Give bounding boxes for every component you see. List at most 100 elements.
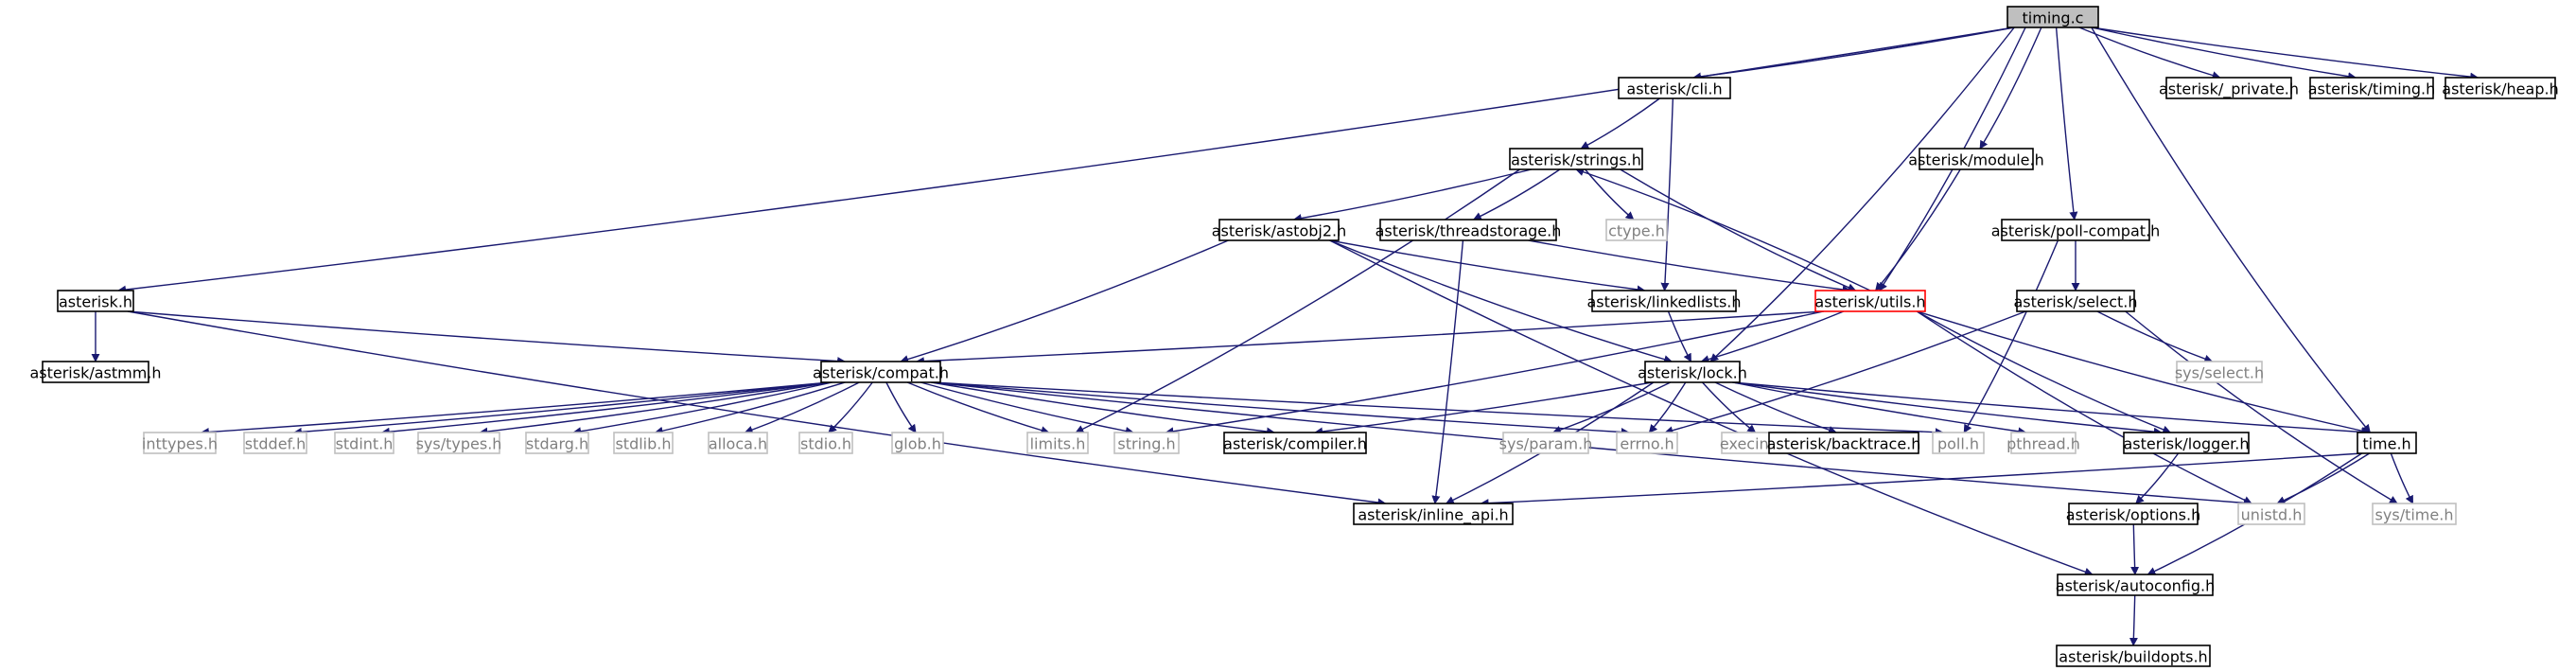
node-box bbox=[2001, 219, 2150, 241]
node-label: stddef.h bbox=[245, 435, 306, 453]
node-label: asterisk/utils.h bbox=[1814, 293, 1925, 311]
node-box bbox=[2357, 432, 2417, 454]
node-box bbox=[42, 361, 149, 383]
node-label: asterisk/_private.h bbox=[2159, 80, 2299, 99]
edge-select_h-to-systime_h bbox=[2125, 310, 2398, 504]
node-label: timing.c bbox=[2023, 9, 2084, 27]
node-box bbox=[2010, 432, 2077, 454]
node-logger-h[interactable]: asterisk/logger.h bbox=[2123, 432, 2250, 454]
node-label: glob.h bbox=[894, 435, 941, 453]
edge-utils_h-to-strings_h bbox=[1575, 168, 1871, 291]
node-buildopts-h[interactable]: asterisk/buildopts.h bbox=[2056, 645, 2211, 667]
node-errno-h: errno.h bbox=[1616, 432, 1678, 454]
node-lock-h[interactable]: asterisk/lock.h bbox=[1638, 361, 1747, 383]
node-box bbox=[1768, 432, 1919, 454]
node-box bbox=[2445, 77, 2556, 99]
node-label: stdint.h bbox=[336, 435, 394, 453]
edge-lock_h-to-pthread_h bbox=[1732, 381, 2027, 436]
node-pthread-h: pthread.h bbox=[2006, 432, 2080, 454]
node-heap-h[interactable]: asterisk/heap.h bbox=[2442, 77, 2559, 99]
node-module-h[interactable]: asterisk/module.h bbox=[1908, 148, 2044, 170]
edge-strings_h-to-utils_h bbox=[1620, 168, 1857, 291]
node-timing-c[interactable]: timing.c bbox=[2006, 6, 2099, 28]
node-time-h[interactable]: time.h bbox=[2357, 432, 2417, 454]
edge-compat_h-to-compiler_h bbox=[931, 381, 1275, 436]
node-strings-h[interactable]: asterisk/strings.h bbox=[1509, 148, 1643, 170]
edge-options_h-to-autoconfig_h bbox=[2130, 523, 2140, 575]
edge-strings_h-to-astobj2_h bbox=[1292, 168, 1533, 223]
node-box bbox=[1509, 148, 1643, 170]
node-label: asterisk/inline_api.h bbox=[1358, 506, 1508, 525]
node-systime-h: sys/time.h bbox=[2372, 503, 2457, 525]
node-options-h[interactable]: asterisk/options.h bbox=[2066, 503, 2200, 525]
node-box bbox=[708, 432, 768, 454]
node-linkedlists-h[interactable]: asterisk/linkedlists.h bbox=[1586, 290, 1742, 312]
node-box bbox=[1113, 432, 1180, 454]
node-box bbox=[1223, 432, 1367, 454]
node-compiler-h[interactable]: asterisk/compiler.h bbox=[1223, 432, 1367, 454]
node-label: inttypes.h bbox=[142, 435, 218, 453]
edge-compat_h-to-unistd_h bbox=[931, 381, 2252, 507]
node-label: ctype.h bbox=[1608, 222, 1665, 240]
edge-time_h-to-systime_h bbox=[2390, 452, 2414, 504]
node-label: asterisk/buildopts.h bbox=[2059, 648, 2207, 666]
node-label: errno.h bbox=[1620, 435, 1674, 453]
edge-compat_h-to-errno_h bbox=[931, 381, 1630, 437]
node-autoconfig-h[interactable]: asterisk/autoconfig.h bbox=[2056, 574, 2215, 596]
node-box bbox=[820, 361, 941, 383]
node-compat-h[interactable]: asterisk/compat.h bbox=[813, 361, 949, 383]
node-box bbox=[2237, 503, 2305, 525]
node-label: asterisk/lock.h bbox=[1638, 364, 1747, 382]
node-label: time.h bbox=[2362, 435, 2410, 453]
node-stddef-h: stddef.h bbox=[243, 432, 307, 454]
node-pollcompat-h[interactable]: asterisk/poll-compat.h bbox=[1991, 219, 2161, 241]
node-astmm-h[interactable]: asterisk/astmm.h bbox=[29, 361, 162, 383]
node-box bbox=[2068, 503, 2199, 525]
edge-astobj2_h-to-autoconfig_h bbox=[1329, 239, 2094, 576]
node-timing-h[interactable]: asterisk/timing.h bbox=[2308, 77, 2436, 99]
node-label: stdarg.h bbox=[526, 435, 588, 453]
node-string-h: string.h bbox=[1113, 432, 1180, 454]
edge-time_h-to-unistd_h bbox=[2276, 452, 2371, 504]
node-inlineapi-h[interactable]: asterisk/inline_api.h bbox=[1353, 503, 1514, 525]
node-astobj2-h[interactable]: asterisk/astobj2.h bbox=[1212, 219, 1346, 241]
edge-astobj2_h-to-lock_h bbox=[1329, 239, 1674, 364]
edge-utils_h-to-lock_h bbox=[1700, 310, 1845, 364]
node-label: asterisk/strings.h bbox=[1511, 151, 1641, 169]
edge-utils_h-to-time_h bbox=[1917, 310, 2371, 435]
edge-pollcompat_h-to-poll_h bbox=[1963, 239, 2059, 433]
node-stdio-h: stdio.h bbox=[798, 432, 853, 454]
edge-compat_h-to-systypes_h bbox=[479, 381, 831, 436]
node-backtrace-h[interactable]: asterisk/backtrace.h bbox=[1767, 432, 1921, 454]
edge-strings_h-to-ctype_h bbox=[1585, 168, 1635, 221]
node-stdlib-h: stdlib.h bbox=[613, 432, 674, 454]
edge-threadstorage_h-to-inlineapi_h bbox=[1431, 239, 1464, 504]
edge-compat_h-to-limits_h bbox=[906, 381, 1050, 435]
edge-utils_h-to-compat_h bbox=[915, 310, 1824, 366]
node-box bbox=[1644, 361, 1741, 383]
node-utils-h[interactable]: asterisk/utils.h bbox=[1814, 290, 1926, 312]
node-label: string.h bbox=[1117, 435, 1175, 453]
node-label: asterisk/timing.h bbox=[2308, 80, 2436, 98]
edge-asterisk_h-to-compat_h bbox=[127, 310, 847, 366]
edge-lock_h-to-time_h bbox=[1732, 381, 2371, 436]
node-box bbox=[1605, 219, 1668, 241]
edge-compat_h-to-inttypes_h bbox=[200, 381, 831, 436]
node-box bbox=[143, 432, 217, 454]
edge-autoconfig_h-to-buildopts_h bbox=[2129, 594, 2138, 646]
edge-timing_c-to-lock_h bbox=[1709, 26, 2015, 362]
node-label: asterisk/compiler.h bbox=[1223, 435, 1367, 453]
node-threadstorage-h[interactable]: asterisk/threadstorage.h bbox=[1376, 219, 1562, 241]
node-label: asterisk/autoconfig.h bbox=[2056, 577, 2215, 595]
edge-time_h-to-inlineapi_h bbox=[1480, 452, 2362, 508]
node-cli-h[interactable]: asterisk/cli.h bbox=[1618, 77, 1731, 99]
edge-astobj2_h-to-compat_h bbox=[900, 239, 1229, 363]
node-ctype-h: ctype.h bbox=[1605, 219, 1668, 241]
node-asterisk-h[interactable]: asterisk.h bbox=[57, 290, 134, 312]
node-private-h[interactable]: asterisk/_private.h bbox=[2159, 77, 2299, 99]
node-box bbox=[2176, 361, 2263, 383]
node-select-h[interactable]: asterisk/select.h bbox=[2013, 290, 2138, 312]
node-box bbox=[417, 432, 500, 454]
node-label: asterisk/heap.h bbox=[2442, 80, 2558, 98]
